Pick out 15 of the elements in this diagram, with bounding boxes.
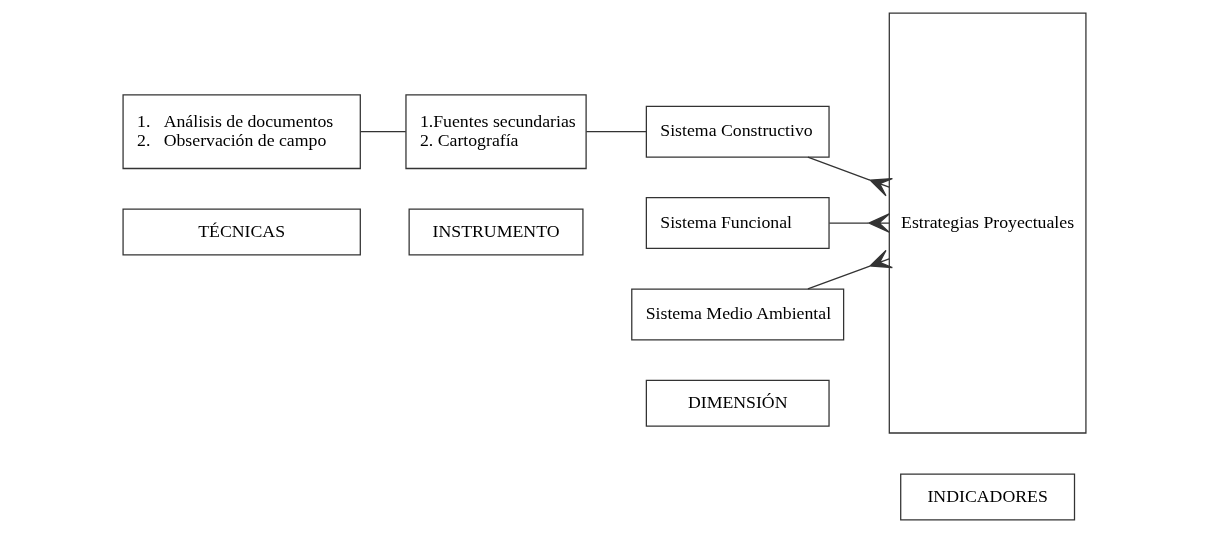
connector [585,131,647,133]
node-box: INDICADORES [900,473,1076,521]
node-box: DIMENSIÓN [645,379,830,427]
node-box: Sistema Funcional [645,197,830,250]
connector [359,131,407,133]
node-box: TÉCNICAS [122,208,361,256]
node-box: Sistema Constructivo [645,105,830,158]
node-box: 1. Análisis de documentos 2. Observación de campo [122,94,361,170]
node-box: Estrategias Proyectuales [888,12,1087,434]
node-box: 1.Fuentes secundarias 2. Cartografía [405,94,587,170]
connector [807,249,893,290]
node-box: INSTRUMENTO [408,208,584,256]
connector [807,156,893,197]
connector [828,213,890,233]
node-box: Sistema Medio Ambiental [631,288,845,341]
